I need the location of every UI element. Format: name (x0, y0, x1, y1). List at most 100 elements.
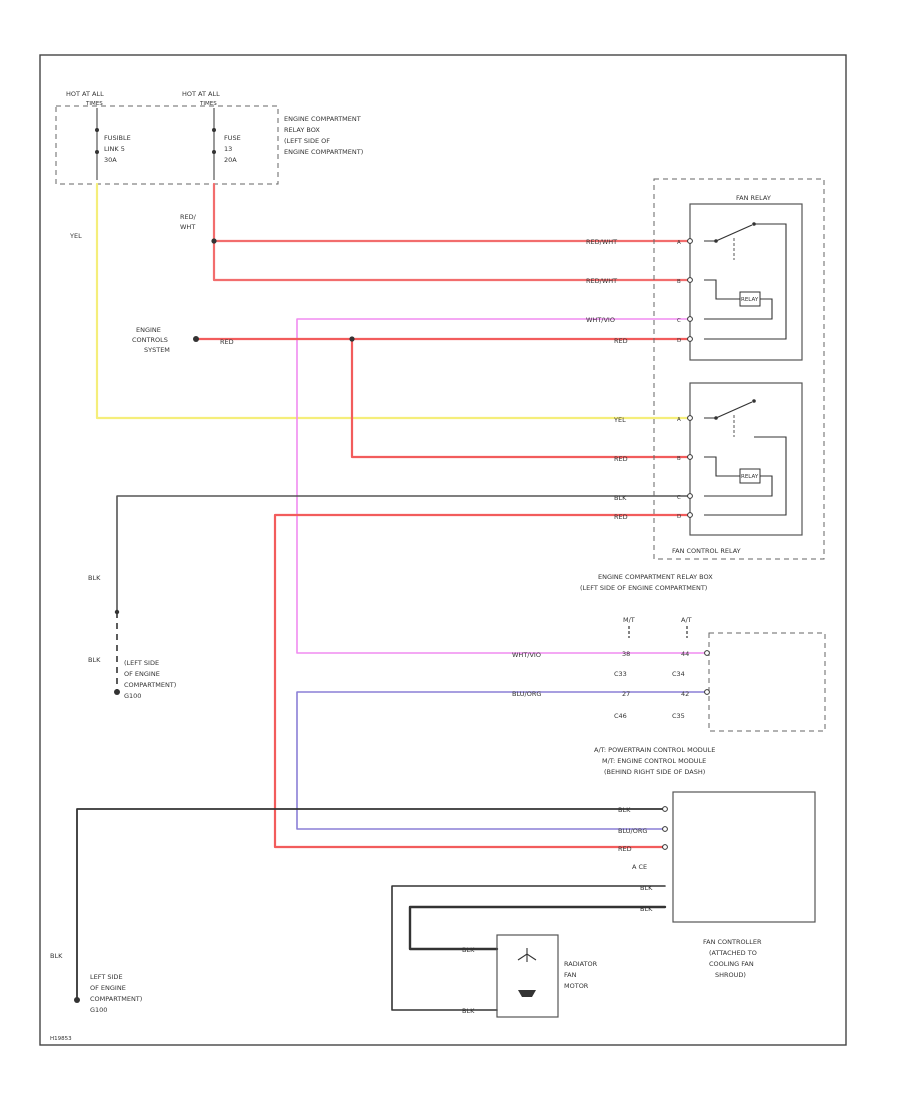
pcm-c5: 27 (622, 690, 630, 698)
wire-label-blk-5: BLK (50, 952, 63, 960)
ecs-connector-dot (193, 336, 199, 342)
fan-motor-label-b: FAN (564, 971, 577, 979)
relay1-switch (715, 224, 753, 242)
fusible-link-label-a: FUSIBLE (104, 134, 131, 142)
wire-label-wht-vio-2: WHT/VIO (512, 651, 541, 659)
pcm-c8: C35 (672, 712, 685, 720)
relay2-switch (715, 401, 753, 419)
wire-label-red-3: RED (614, 513, 628, 521)
pcm-c1: 38 (622, 650, 630, 658)
wire-label-wht-vio: WHT/VIO (586, 316, 615, 324)
pcm-c3: C33 (614, 670, 627, 678)
wire-label-yel: YEL (69, 232, 82, 240)
wire-label-red-wht-a: RED/ (180, 213, 197, 221)
wire-label-ecs-red: RED (220, 338, 234, 346)
wire-motor-upper (391, 885, 666, 1011)
wire-label-blk-7: BLK (640, 905, 653, 913)
relay2-pin-d-label: D (677, 514, 681, 520)
wire-yel-main (95, 182, 692, 420)
wire-label-red-wht-2: RED/WHT (586, 277, 617, 285)
relay1-coil-text: RELAY (741, 297, 759, 303)
relay1-pin-c-label: C (677, 318, 681, 324)
fusible-link-label-c: 30A (104, 156, 117, 164)
wire-label-red-1: RED (614, 337, 628, 345)
relay2-body (689, 382, 803, 536)
fan-motor-label-a: RADIATOR (564, 960, 598, 968)
wire-label-blk-9: BLK (462, 1007, 475, 1015)
hot-at-all-times-2: HOT AT ALL (182, 90, 220, 98)
ground1-conn-top (114, 609, 120, 615)
ground2-conn (74, 997, 80, 1003)
diagram-frame (39, 54, 847, 1046)
ecs-label-a: ENGINE (136, 326, 161, 334)
fan-ctrl-a-ce: A CE (632, 863, 647, 871)
relay2-pin-b-label: B (677, 456, 681, 462)
hot-at-all-times-1b: TIMES (85, 101, 103, 107)
ground2-label-c: COMPARTMENT) (90, 995, 142, 1003)
diagram-code: H19853 (50, 1036, 72, 1042)
splice-red-wht (211, 238, 217, 244)
ground1-label-a: (LEFT SIDE (124, 659, 159, 667)
pcm-label-c: (BEHIND RIGHT SIDE OF DASH) (604, 768, 705, 776)
ground1-label-c: COMPARTMENT) (124, 681, 176, 689)
fan-control-relay: FAN CONTROL RELAY RELAY A B C D (672, 382, 803, 555)
ground2-label-a: LEFT SIDE (90, 973, 123, 981)
pcm-at: A/T (681, 616, 692, 624)
wire-label-blk-8: BLK (462, 946, 475, 954)
underhood-box-label-c: (LEFT SIDE OF (284, 137, 330, 145)
fan-motor-label-c: MOTOR (564, 982, 589, 990)
fuse-13-label-c: 20A (224, 156, 237, 164)
wire-label-blk-6: BLK (640, 884, 653, 892)
relay2-coil-text: RELAY (741, 474, 759, 480)
fan-motor-symbol-top (517, 948, 537, 962)
relay2-switch-contact (752, 399, 756, 403)
pcm-label-b: M/T: ENGINE CONTROL MODULE (602, 757, 706, 765)
relay1-coil (739, 291, 761, 307)
wire-red-wht-lower (212, 239, 692, 282)
wire-red-fan-ctrl (273, 513, 692, 849)
hot-at-all-times-1: HOT AT ALL (66, 90, 104, 98)
relay2-coil (739, 468, 761, 484)
underhood-box-label-b: RELAY BOX (284, 126, 320, 134)
relay-box-label-b: (LEFT SIDE OF ENGINE COMPARTMENT) (580, 584, 707, 592)
relay2-pin-a-label: A (677, 417, 681, 423)
relay2-circuit (704, 417, 787, 516)
wire-label-red-5: RED (618, 845, 632, 853)
relay1-pin-d (687, 336, 693, 342)
relay-box-outline (653, 178, 825, 560)
underhood-box-label-d: ENGINE COMPARTMENT) (284, 148, 363, 156)
wire-label-blu-org-2: BLU/ORG (618, 827, 647, 835)
relay1-label: FAN RELAY (736, 194, 771, 202)
fuse-13-label-b: 13 (224, 145, 232, 153)
fan-motor-body (496, 934, 559, 1018)
ecs-label-c: SYSTEM (144, 346, 170, 354)
pcm-c6: 42 (681, 690, 689, 698)
splice-red-ecs (349, 336, 355, 342)
ground1-label-b: OF ENGINE (124, 670, 160, 678)
pcm-outline (708, 632, 826, 732)
hot-at-all-times-2b: TIMES (199, 101, 217, 107)
pcm-c4: C34 (672, 670, 685, 678)
fuse-13-terminal-top (212, 128, 216, 132)
pcm-label-a: A/T: POWERTRAIN CONTROL MODULE (594, 746, 715, 754)
fan-relay: FAN RELAY RELAY A B C D (677, 194, 803, 361)
fan-ctrl-label-b: (ATTACHED TO (709, 949, 757, 957)
fusible-link-terminal-top (95, 128, 99, 132)
relay2-pin-b (687, 454, 693, 460)
underhood-box-label-a: ENGINE COMPARTMENT (284, 115, 361, 123)
pcm-mt: M/T (623, 616, 635, 624)
fuse-13-label-a: FUSE (224, 134, 241, 142)
wire-label-red-wht-1: RED/WHT (586, 238, 617, 246)
ecs-label-b: CONTROLS (132, 336, 168, 344)
relay1-pin-b-label: B (677, 279, 681, 285)
fan-motor-symbol-bottom (518, 990, 536, 997)
fan-ctrl-label-a: FAN CONTROLLER (703, 938, 762, 946)
wire-label-blk-4: BLK (618, 806, 631, 814)
fusible-link-label-b: LINK 5 (104, 145, 125, 153)
fuse-box-outline (55, 105, 279, 185)
wire-blk-ground1 (116, 495, 691, 613)
wire-blu-org (296, 691, 708, 830)
wire-label-blk-3: BLK (614, 494, 627, 502)
fuse-13-terminal-bottom (212, 150, 216, 154)
